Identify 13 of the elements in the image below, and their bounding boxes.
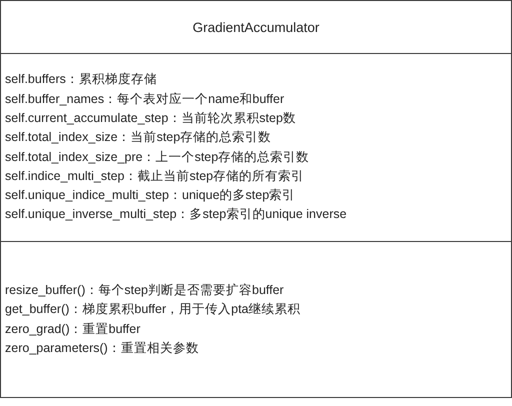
attribute-text: self.total_index_size_pre：上一个step存储的总索引数 (5, 148, 310, 166)
attribute-text: self.total_index_size：当前step存储的总索引数 (5, 129, 272, 146)
method-text: get_buffer()：梯度累积buffer，用于传入pta继续累积 (5, 301, 301, 318)
class-name: GradientAccumulator (192, 20, 320, 34)
attribute-text: self.buffers：累积梯度存储 (5, 71, 157, 88)
attribute-text: self.unique_indice_multi_step：unique的多step索引 (5, 187, 296, 204)
method-text: resize_buffer()：每个step判断是否需要扩容buffer (5, 282, 284, 299)
attribute-text: self.unique_inverse_multi_step：多step索引的unique inverse (5, 206, 347, 224)
method-text: zero_grad()：重置buffer (5, 320, 140, 338)
attribute-text: self.buffer_names：每个表对应一个name和buffer (5, 90, 284, 108)
attribute-text: self.current_accumulate_step：当前轮次累积step数 (5, 110, 296, 127)
attribute-text: self.indice_multi_step：截止当前step存储的所有索引 (5, 168, 304, 185)
method-text: zero_parameters()：重置相关参数 (5, 340, 199, 357)
